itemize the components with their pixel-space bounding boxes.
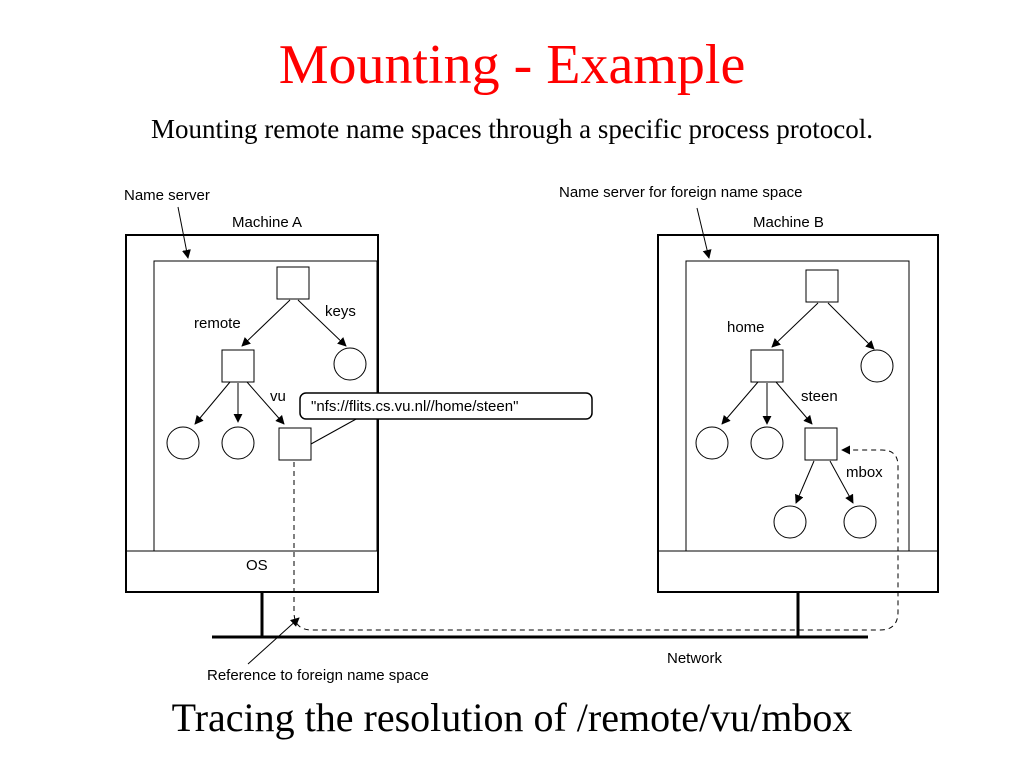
name-server-foreign-label: Name server for foreign name space — [559, 184, 802, 201]
keys-label: keys — [325, 303, 356, 320]
mbox-label: mbox — [846, 464, 883, 481]
home-dir-node — [750, 349, 784, 383]
mbox-leaf-node — [843, 505, 877, 539]
reference-arrow — [247, 617, 300, 665]
edge-root-keys — [297, 299, 347, 347]
remote-label: remote — [194, 315, 241, 332]
name-server-label: Name server — [124, 187, 210, 204]
keys-leaf-node — [333, 347, 367, 381]
home-label: home — [727, 319, 765, 336]
machine-b-leaf-node — [860, 349, 894, 383]
steen-leaf-node — [773, 505, 807, 539]
edge-home-steen — [775, 381, 813, 425]
slide-subtitle: Mounting remote name spaces through a sp… — [150, 114, 874, 144]
vu-mount-node — [278, 427, 312, 461]
name-server-a-arrow — [177, 206, 191, 259]
steen-label: steen — [801, 388, 838, 405]
slide-title: Mounting - Example — [278, 34, 746, 96]
reference-label: Reference to foreign name space — [207, 667, 429, 684]
machine-b-box — [657, 234, 939, 593]
mount-ref-pointer — [310, 417, 359, 445]
home-leaf-node-2 — [750, 426, 784, 460]
os-label: OS — [246, 557, 268, 574]
edge-root-home — [771, 302, 819, 348]
machine-a-label: Machine A — [232, 214, 302, 231]
edge-steen-mbox — [829, 460, 854, 504]
remote-leaf-node-1 — [166, 426, 200, 460]
machine-a-root-node — [276, 266, 310, 300]
edge-remote-vu — [246, 381, 285, 425]
edge-root-remote — [241, 299, 291, 347]
edge-remote-leaf-1 — [194, 381, 231, 425]
edge-root-b-leaf — [827, 302, 875, 350]
home-leaf-node-1 — [695, 426, 729, 460]
steen-dir-node — [804, 427, 838, 461]
mount-ref-bubble — [299, 392, 593, 420]
name-server-b-arrow — [696, 207, 712, 259]
remote-dir-node — [221, 349, 255, 383]
network-label: Network — [667, 650, 723, 667]
mount-ref-label: "nfs://flits.cs.vu.nl//home/steen" — [311, 398, 518, 415]
machine-b-root-node — [805, 269, 839, 303]
vu-label: vu — [270, 388, 286, 405]
edge-steen-leaf-1 — [795, 460, 815, 504]
machine-b-label: Machine B — [753, 214, 824, 231]
edge-home-leaf-1 — [721, 381, 759, 425]
remote-leaf-node-2 — [221, 426, 255, 460]
slide-caption: Tracing the resolution of /remote/vu/mbo… — [171, 695, 853, 740]
